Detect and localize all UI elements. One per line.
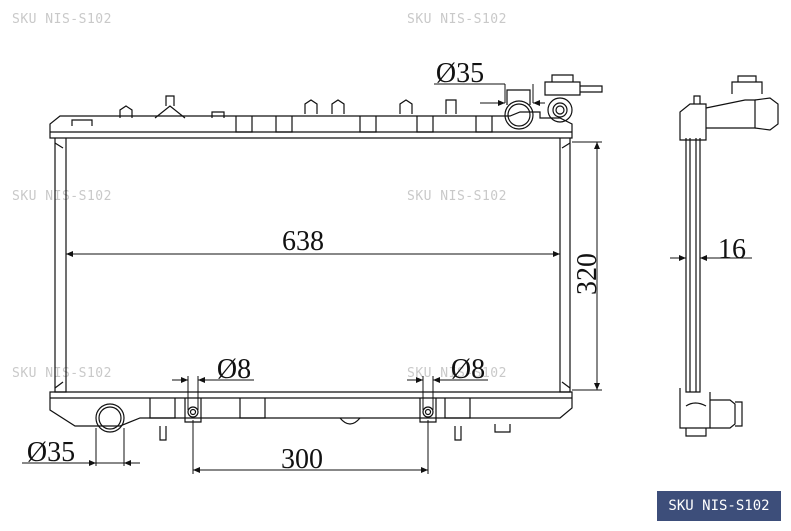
mount-left-diameter-label: Ø8 (217, 354, 251, 385)
filler-cap (544, 74, 603, 123)
watermark-mid-left: SKU NIS-S102 (12, 189, 112, 204)
top-tank (49, 95, 573, 139)
upper-pipe-diameter-label: Ø35 (436, 58, 484, 89)
height-label: 320 (572, 253, 603, 295)
watermark-top-center: SKU NIS-S102 (407, 12, 507, 27)
bottom-tank (49, 391, 573, 441)
lower-pipe (95, 403, 125, 433)
watermark-top-left: SKU NIS-S102 (12, 12, 112, 27)
lower-pipe-diameter-label: Ø35 (27, 437, 75, 468)
mount-spacing-label: 300 (281, 444, 323, 475)
width-label: 638 (282, 226, 324, 257)
watermark-low-center: SKU NIS-S102 (407, 366, 507, 381)
upper-pipe (504, 89, 534, 130)
watermark-mid-center: SKU NIS-S102 (407, 189, 507, 204)
side-view (679, 75, 779, 437)
thickness-label: 16 (718, 234, 746, 265)
mount-right-diameter-label: Ø8 (451, 354, 485, 385)
sku-badge: SKU NIS-S102 (657, 491, 781, 521)
watermark-low-left: SKU NIS-S102 (12, 366, 112, 381)
radiator-core (54, 138, 571, 393)
